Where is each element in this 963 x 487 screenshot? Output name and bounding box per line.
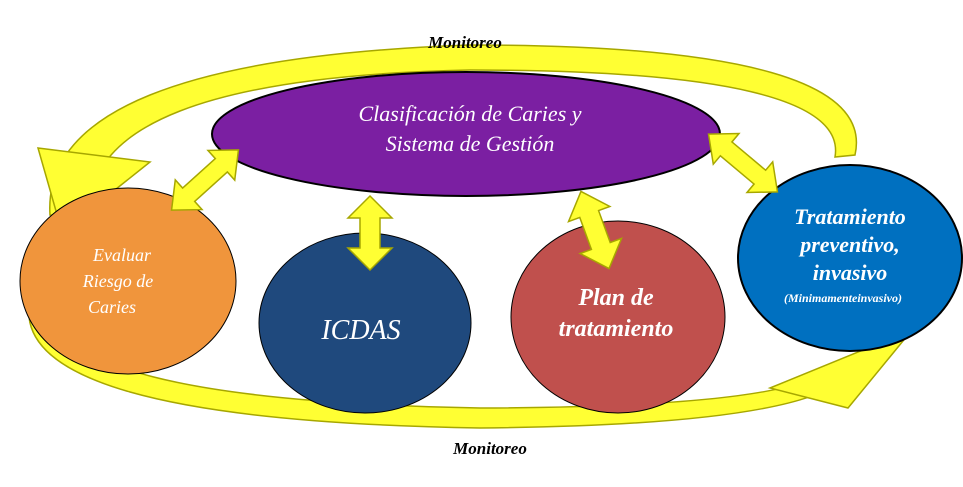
treatment-label-line4: (Minimamenteinvasivo) <box>784 291 902 305</box>
treatment-label-line2: preventivo, <box>798 232 900 257</box>
arrow-center-plan <box>567 190 623 270</box>
treatment-label-line1: Tratamiento <box>794 204 906 229</box>
plan-circle <box>510 220 726 414</box>
risk-label-line1: Evaluar <box>92 245 152 265</box>
risk-label-line3: Caries <box>88 297 136 317</box>
monitoring-bottom-arrowhead <box>767 329 913 409</box>
plan-label-line1: Plan de <box>577 285 654 311</box>
monitoring-bottom-label: Monitoreo <box>452 439 527 458</box>
risk-circle <box>19 187 237 375</box>
monitoring-top-label: Monitoreo <box>427 33 502 52</box>
center-label-line2: Sistema de Gestión <box>386 131 555 156</box>
treatment-label-line3: invasivo <box>813 260 888 285</box>
icdas-label: ICDAS <box>320 315 400 346</box>
center-label-line1: Clasificación de Caries y <box>358 101 581 126</box>
arrow-center-risk <box>170 149 240 211</box>
monitoring-top-arc <box>49 44 858 219</box>
treatment-circle <box>737 164 963 352</box>
risk-label-line2: Riesgo de <box>82 271 153 291</box>
arrow-center-icdas <box>346 194 394 272</box>
plan-label-line2: tratamiento <box>559 316 674 342</box>
arrow-center-treatment <box>707 132 779 194</box>
